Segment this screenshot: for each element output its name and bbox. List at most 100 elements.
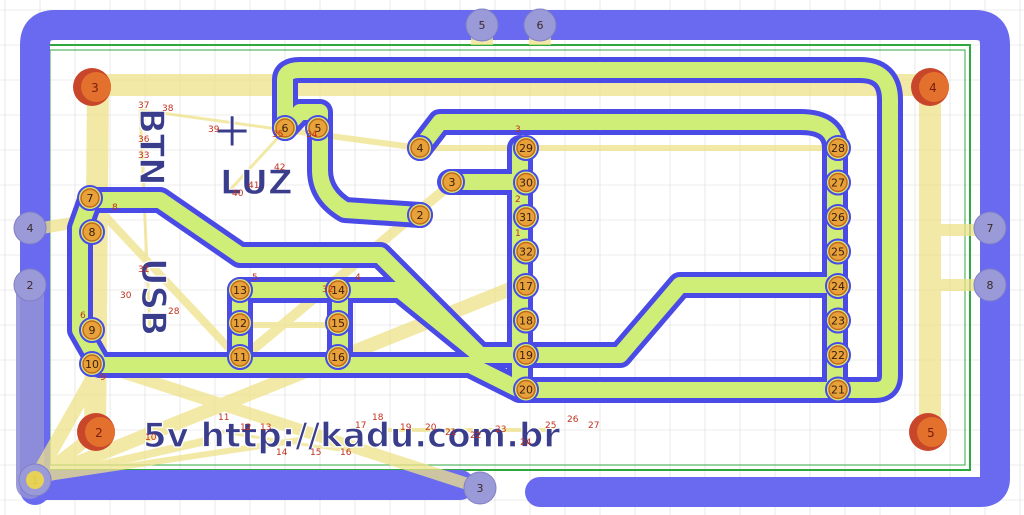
- trace-fill[interactable]: [277, 62, 898, 398]
- pad-label: 10: [85, 358, 99, 371]
- pad-label: 6: [282, 122, 289, 135]
- pad[interactable]: [328, 347, 348, 367]
- pad[interactable]: [828, 207, 848, 227]
- pad-label: 22: [831, 349, 845, 362]
- pad-label: 23: [831, 315, 845, 328]
- net-label: 5: [252, 273, 258, 283]
- net-label: 37: [138, 101, 149, 111]
- pad-label: 2: [417, 209, 424, 222]
- edge-connector-pad[interactable]: [523, 8, 557, 42]
- pad[interactable]: [230, 313, 250, 333]
- pad[interactable]: [828, 276, 848, 296]
- pad[interactable]: [516, 276, 536, 296]
- trace-fill[interactable]: [512, 277, 843, 363]
- pad[interactable]: [828, 172, 848, 193]
- edge-connector-label: 4: [27, 222, 34, 235]
- pad[interactable]: [828, 138, 848, 158]
- pad[interactable]: [516, 207, 536, 227]
- mount-hole-inner: [81, 72, 111, 102]
- silk-usb: USB: [133, 258, 173, 336]
- pad[interactable]: [82, 222, 102, 242]
- net-label: 11: [218, 413, 229, 423]
- net-label: 9: [100, 373, 106, 383]
- edge-connector-label: 6: [537, 19, 544, 32]
- trace-fill[interactable]: [72, 192, 108, 373]
- pad[interactable]: [516, 138, 536, 158]
- pad[interactable]: [828, 379, 848, 400]
- pad-label: 3: [449, 176, 456, 189]
- net-label: 13: [260, 423, 271, 433]
- pad[interactable]: [230, 347, 250, 367]
- silk-luz: LUZ: [220, 163, 293, 203]
- net-label: 27: [588, 421, 599, 431]
- pad[interactable]: [410, 138, 430, 158]
- net-label: 36: [138, 135, 150, 145]
- pad[interactable]: [308, 118, 328, 138]
- pad[interactable]: [230, 280, 250, 300]
- pad-label: 14: [331, 284, 345, 297]
- pad-1-dot[interactable]: [26, 471, 44, 489]
- mount-hole-inner: [85, 417, 115, 447]
- net-label: 24: [520, 438, 532, 448]
- pad[interactable]: [442, 172, 462, 192]
- edge-connector-label: 2: [27, 279, 34, 292]
- net-label: 41: [248, 181, 259, 191]
- pad-label: 17: [519, 280, 533, 293]
- pad[interactable]: [82, 354, 102, 374]
- pad[interactable]: [328, 280, 348, 300]
- pad[interactable]: [516, 310, 536, 331]
- net-label: 38: [162, 104, 174, 114]
- edge-connector-pad[interactable]: [973, 211, 1007, 245]
- net-label: 28: [168, 307, 180, 317]
- net-label: 16: [340, 448, 352, 458]
- net-label: 31: [138, 265, 149, 275]
- pad[interactable]: [828, 310, 848, 331]
- net-label: 21: [445, 428, 456, 438]
- pad[interactable]: [828, 241, 848, 262]
- pad[interactable]: [275, 118, 295, 138]
- edge-connector-pad[interactable]: [13, 268, 47, 302]
- mount-hole-label: 4: [929, 81, 937, 95]
- pad[interactable]: [82, 320, 102, 340]
- net-label: 3: [515, 125, 521, 135]
- net-label: 17: [355, 421, 366, 431]
- edge-connector-pad[interactable]: [973, 268, 1007, 302]
- pad[interactable]: [516, 345, 536, 365]
- mount-hole-label: 3: [91, 81, 99, 95]
- mount-hole-inner: [919, 72, 949, 102]
- pad[interactable]: [410, 205, 430, 225]
- net-label: 12: [240, 423, 251, 433]
- net-label: 15: [310, 448, 321, 458]
- pad[interactable]: [828, 345, 848, 365]
- edge-connector-pad[interactable]: [463, 471, 497, 505]
- ground-ring[interactable]: [16, 10, 1010, 507]
- pad-label: 5: [315, 122, 322, 135]
- pad-label: 4: [417, 142, 424, 155]
- pad-label: 27: [831, 177, 845, 190]
- pad[interactable]: [516, 172, 536, 193]
- pad-label: 32: [519, 246, 533, 259]
- net-label: 25: [545, 421, 556, 431]
- net-label: 1: [515, 229, 521, 239]
- pad-label: 18: [519, 315, 533, 328]
- pad[interactable]: [328, 313, 348, 333]
- pad[interactable]: [80, 188, 100, 208]
- trace-fill[interactable]: [332, 282, 488, 363]
- pad-label: 8: [89, 226, 96, 239]
- pad-label: 15: [331, 317, 345, 330]
- net-label: 33: [138, 151, 149, 161]
- pad[interactable]: [516, 379, 536, 400]
- edge-connector-pad[interactable]: [13, 211, 47, 245]
- net-label: 4: [355, 273, 361, 283]
- edge-connector-pad[interactable]: [465, 8, 499, 42]
- pad-label: 21: [831, 384, 845, 397]
- trace-fill[interactable]: [92, 357, 528, 398]
- edge-connector-label: 7: [987, 222, 994, 235]
- net-label: 40: [232, 189, 244, 199]
- pad[interactable]: [516, 241, 536, 262]
- edge-connectors[interactable]: 56427813: [13, 8, 1007, 505]
